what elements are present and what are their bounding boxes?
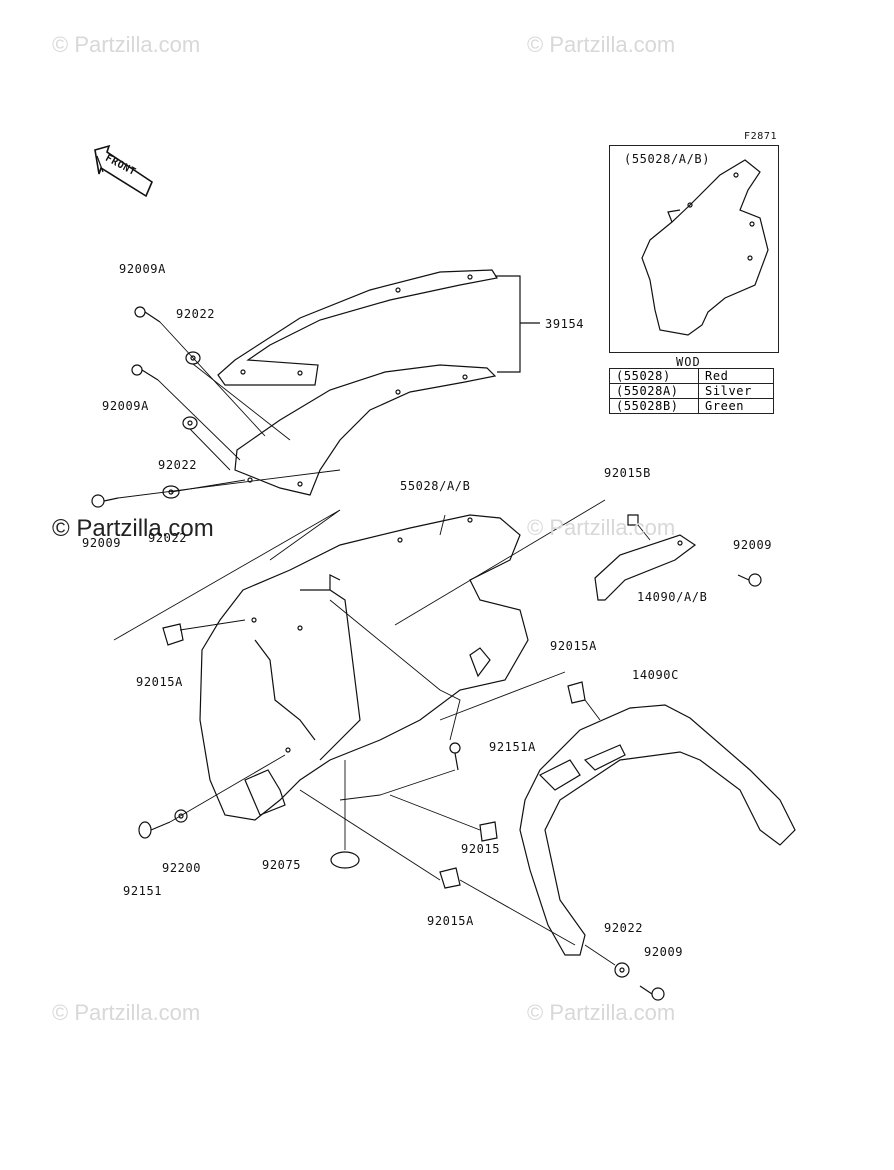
part-label-14090C[interactable]: 14090C (632, 668, 679, 682)
wod-color: Red (698, 368, 774, 384)
leader-39154 (495, 275, 540, 373)
wod-code: (55028A) (609, 383, 699, 399)
leader-lines (113, 321, 651, 966)
part-label-92009[interactable]: 92009 (644, 945, 684, 959)
windshield-mid (234, 364, 497, 496)
fasteners (91, 306, 762, 1001)
watermark: © Partzilla.com (52, 1000, 201, 1025)
wod-title: WOD (676, 355, 701, 369)
part-label-14090[interactable]: 14090/A/B (637, 590, 708, 604)
wod-color: Green (698, 398, 774, 414)
part-label-92009[interactable]: 92009 (733, 538, 773, 552)
part-label-55028[interactable]: 55028/A/B (400, 479, 471, 493)
fairing-55028 (199, 514, 529, 821)
wod-code: (55028B) (609, 398, 699, 414)
watermark: © Partzilla.com (527, 32, 676, 57)
part-label-92151[interactable]: 92151 (123, 884, 163, 898)
part-label-92200[interactable]: 92200 (162, 861, 202, 875)
part-label-92009A[interactable]: 92009A (119, 262, 166, 276)
inset-box (609, 145, 779, 353)
part-label-92009A[interactable]: 92009A (102, 399, 149, 413)
front-arrow-icon (94, 144, 153, 198)
wod-color: Silver (698, 383, 774, 399)
part-label-92015A[interactable]: 92015A (427, 914, 474, 928)
part-label-92015A[interactable]: 92015A (136, 675, 183, 689)
watermark: © Partzilla.com (527, 1000, 676, 1025)
part-label-92015[interactable]: 92015 (461, 842, 501, 856)
wod-row: (55028) Red (609, 368, 774, 384)
part-label-92075[interactable]: 92075 (262, 858, 302, 872)
part-label-92015B[interactable]: 92015B (604, 466, 651, 480)
inset-title: (55028/A/B) (624, 152, 711, 166)
part-label-92151A[interactable]: 92151A (489, 740, 536, 754)
watermark-dark: © Partzilla.com (52, 515, 214, 542)
part-label-92022[interactable]: 92022 (148, 531, 188, 545)
wod-row: (55028A) Silver (609, 383, 774, 399)
figure-code: F2871 (744, 131, 778, 142)
wod-code: (55028) (609, 368, 699, 384)
bracket-14090 (594, 534, 697, 601)
wod-table: (55028) Red (55028A) Silver (55028B) Gre… (609, 368, 774, 414)
part-label-92022[interactable]: 92022 (604, 921, 644, 935)
part-label-39154[interactable]: 39154 (545, 317, 585, 331)
part-label-92009[interactable]: 92009 (82, 536, 122, 550)
part-label-92022[interactable]: 92022 (176, 307, 216, 321)
windshield-top (217, 269, 498, 386)
inset-fairing-drawing (641, 159, 769, 336)
watermark: © Partzilla.com (527, 515, 676, 540)
watermark: © Partzilla.com (52, 32, 201, 57)
part-label-92015A[interactable]: 92015A (550, 639, 597, 653)
part-label-92022[interactable]: 92022 (158, 458, 198, 472)
cowl-14090C (519, 704, 796, 956)
wod-row: (55028B) Green (609, 398, 774, 414)
